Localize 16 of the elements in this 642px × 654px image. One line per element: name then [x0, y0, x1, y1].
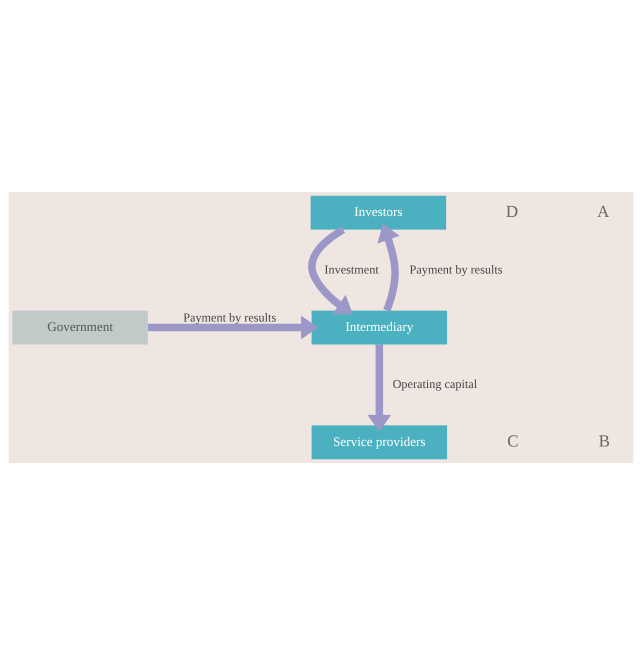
arrow [148, 315, 318, 339]
node-box: Investors [310, 195, 446, 230]
arrow [308, 226, 353, 314]
edge-label: Operating capital [392, 376, 478, 391]
node-box: Service providers [312, 424, 448, 459]
node-box: Intermediary [312, 310, 448, 344]
arrow [368, 344, 392, 432]
edge-label: Payment by results [183, 310, 276, 324]
label: B [598, 430, 610, 450]
label: C [507, 430, 519, 450]
label: A [597, 201, 610, 220]
edge-label: Payment by results [410, 262, 503, 276]
label: D [506, 201, 518, 220]
arrow [377, 223, 400, 312]
node-box: Government [12, 310, 148, 344]
edge-label: Investment [324, 262, 379, 276]
